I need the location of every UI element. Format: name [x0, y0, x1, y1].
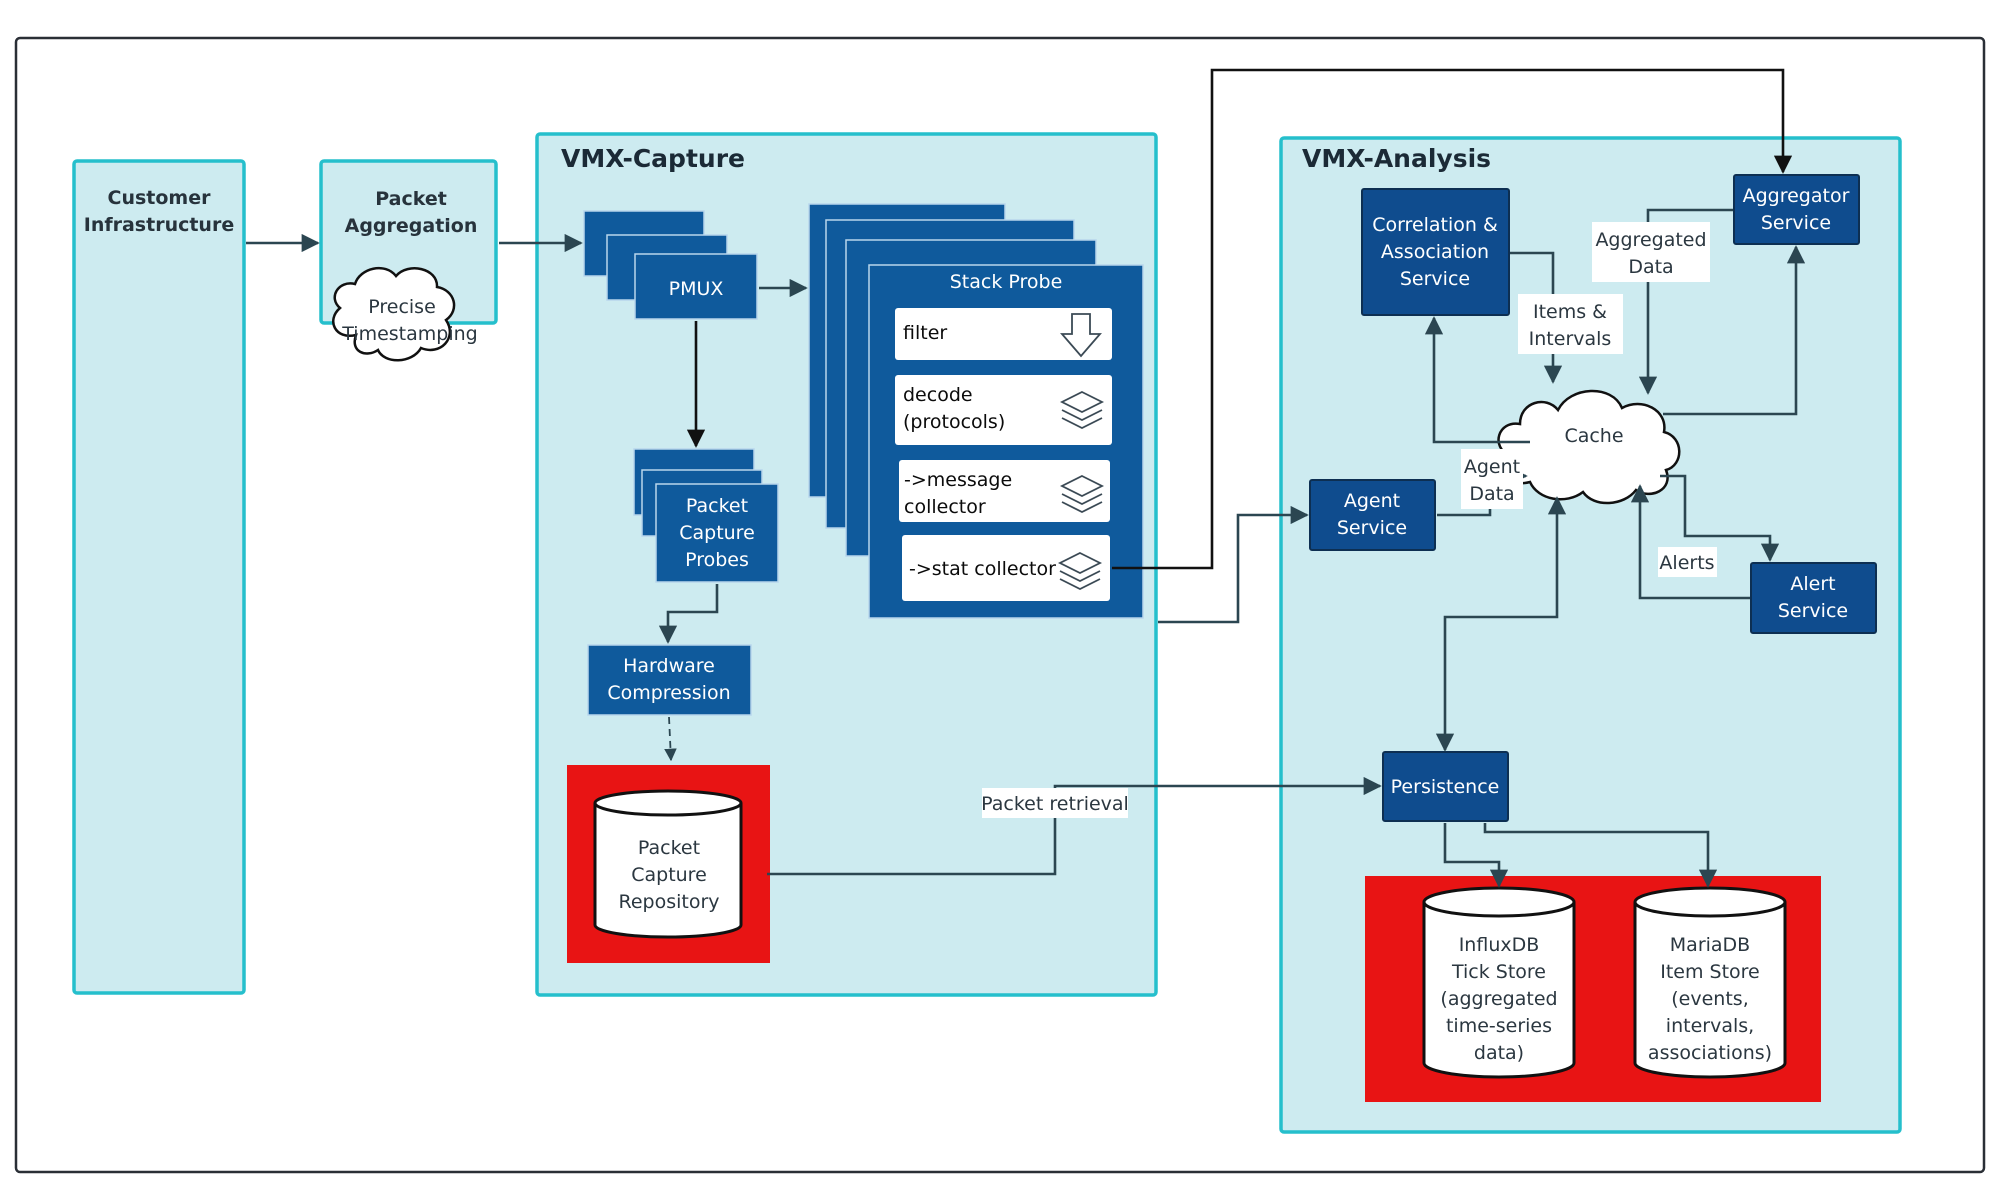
outer-frame — [14, 36, 1986, 1174]
correlation-line1: Correlation & — [1372, 214, 1498, 236]
packet-aggregation-line2: Aggregation — [345, 215, 478, 237]
pcp-label-line2: Capture — [679, 522, 755, 544]
influxdb-line3: (aggregated — [1440, 988, 1557, 1010]
agent-service: Agent Service — [1309, 479, 1436, 551]
edge-label-agent-data: Agent Data — [1461, 449, 1523, 509]
customer-infrastructure: Customer Infrastructure — [72, 159, 246, 995]
mariadb-store: MariaDB Item Store (events, intervals, a… — [1633, 886, 1787, 1079]
pcr-label-line3: Repository — [618, 891, 719, 913]
vmx-capture-title: VMX-Capture — [561, 144, 745, 173]
down-arrow-icon — [1060, 313, 1102, 358]
cache-to-aggregator-arrow — [1663, 245, 1806, 416]
persistence-label: Persistence — [1391, 776, 1500, 798]
mariadb-line2: Item Store — [1660, 961, 1760, 983]
cache-cloud: Cache — [1497, 389, 1681, 505]
mariadb-line3: (events, — [1671, 988, 1748, 1010]
packet-aggregation-line1: Packet — [375, 188, 447, 210]
stack-probe-label: Stack Probe — [950, 271, 1063, 293]
edge-label-alerts: Alerts — [1658, 547, 1717, 577]
persistence-cache-link — [1435, 496, 1567, 752]
influxdb-line5: data) — [1474, 1042, 1524, 1064]
capture-to-agent-arrow — [1158, 505, 1309, 624]
alert-to-cache-arrow — [1630, 484, 1750, 600]
edge-label-items-intervals: Items & Intervals — [1518, 294, 1623, 354]
persistence-to-influxdb-arrow — [1443, 823, 1509, 888]
persistence-service: Persistence — [1382, 751, 1509, 822]
aggregator-line1: Aggregator — [1743, 185, 1850, 207]
mariadb-line1: MariaDB — [1670, 934, 1750, 956]
customer-label-line2: Infrastructure — [84, 214, 234, 236]
message-collector-card: ->message collector — [899, 460, 1110, 522]
edge-label-packet-retrieval: Packet retrieval — [981, 788, 1129, 818]
pmux-stack: PMUX — [583, 210, 758, 320]
agent-data-line2: Data — [1469, 483, 1514, 505]
aggregated-data-line1: Aggregated — [1595, 229, 1706, 251]
probes-to-compression-arrow — [658, 584, 719, 644]
persistence-to-mariadb-arrow — [1483, 823, 1718, 888]
stat-collector-card: ->stat collector — [902, 535, 1110, 601]
hwc-label-line1: Hardware — [623, 655, 715, 677]
agent-data-line1: Agent — [1464, 456, 1520, 478]
decode-label-line1: decode — [903, 384, 973, 406]
stat-collector-to-aggregator-arrow — [1112, 68, 1793, 570]
aggregator-to-cache-arrow — [1638, 208, 1733, 395]
pcp-label-line3: Probes — [685, 549, 749, 571]
aggregator-service: Aggregator Service — [1733, 174, 1860, 245]
agent-service-line2: Service — [1337, 517, 1407, 539]
stat-collector-label: ->stat collector — [909, 558, 1056, 580]
pcr-label-line1: Packet — [638, 837, 700, 859]
agent-service-line1: Agent — [1344, 490, 1400, 512]
items-intervals-line1: Items & — [1533, 301, 1607, 323]
aggregated-data-line2: Data — [1628, 256, 1673, 278]
layers-icon — [1059, 474, 1105, 514]
decode-card: decode (protocols) — [895, 375, 1112, 445]
packet-capture-probes-stack: Packet Capture Probes — [633, 448, 779, 583]
cache-to-correlation-arrow — [1424, 316, 1530, 444]
repository-to-persistence-arrow — [767, 776, 1382, 876]
alerts-label: Alerts — [1659, 552, 1714, 574]
timestamping-label-line1: Precise — [368, 296, 436, 318]
influxdb-store: InfluxDB Tick Store (aggregated time-ser… — [1422, 886, 1576, 1079]
mariadb-line4: intervals, — [1666, 1015, 1754, 1037]
cache-to-alert-arrow — [1660, 474, 1780, 562]
hardware-compression-box: Hardware Compression — [587, 644, 752, 716]
layers-icon — [1059, 390, 1105, 430]
precise-timestamping-cloud: Precise Timestamping — [332, 266, 478, 362]
correlation-service: Correlation & Association Service — [1361, 188, 1510, 316]
aggregator-line2: Service — [1761, 212, 1831, 234]
mariadb-line5: associations) — [1648, 1042, 1772, 1064]
decode-label-line2: (protocols) — [903, 411, 1005, 433]
message-collector-line2: collector — [904, 496, 986, 518]
influxdb-line1: InfluxDB — [1459, 934, 1540, 956]
influxdb-line2: Tick Store — [1451, 961, 1546, 983]
customer-label-line1: Customer — [108, 187, 212, 209]
timestamping-label-line2: Timestamping — [341, 323, 477, 345]
packet-retrieval-label: Packet retrieval — [981, 793, 1129, 815]
filter-card: filter — [895, 308, 1112, 360]
filter-label: filter — [903, 322, 947, 344]
vmx-analysis-title: VMX-Analysis — [1302, 144, 1491, 173]
pcp-label-line1: Packet — [686, 495, 748, 517]
edge-label-aggregated-data: Aggregated Data — [1592, 222, 1710, 282]
alert-service-line2: Service — [1778, 600, 1848, 622]
hwc-label-line2: Compression — [607, 682, 730, 704]
packet-capture-repository: Packet Capture Repository — [593, 789, 743, 939]
alert-service: Alert Service — [1750, 562, 1877, 634]
influxdb-line4: time-series — [1446, 1015, 1552, 1037]
correlation-line2: Association — [1381, 241, 1489, 263]
items-intervals-line2: Intervals — [1529, 328, 1612, 350]
pcr-label-line2: Capture — [631, 864, 707, 886]
alert-service-line1: Alert — [1790, 573, 1835, 595]
cache-label: Cache — [1564, 425, 1623, 447]
layers-icon — [1057, 551, 1103, 591]
correlation-line3: Service — [1400, 268, 1470, 290]
pmux-label: PMUX — [669, 278, 724, 300]
message-collector-line1: ->message — [904, 469, 1012, 491]
